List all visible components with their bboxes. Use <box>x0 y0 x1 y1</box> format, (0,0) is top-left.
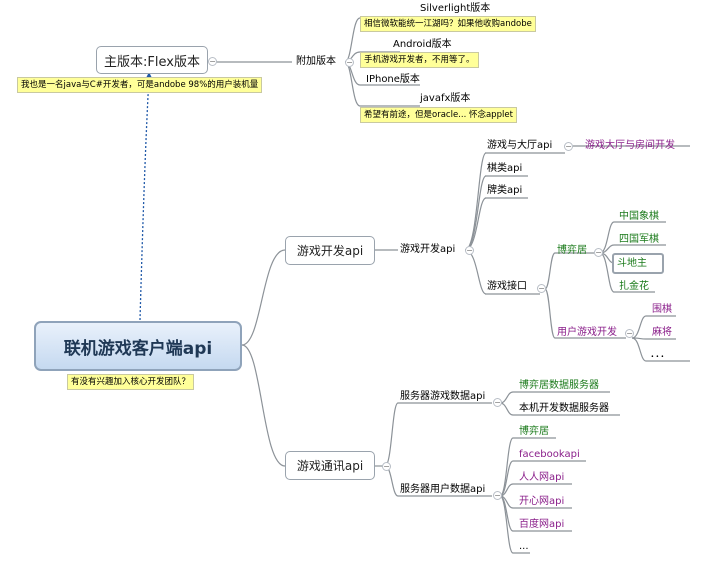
mahjong-node[interactable]: 麻将 <box>652 327 672 338</box>
collapse-toggle-icon[interactable]: − <box>382 462 391 471</box>
server-game-data-node[interactable]: 服务器游戏数据api <box>400 391 486 402</box>
connector <box>631 315 676 339</box>
collapse-toggle-icon[interactable]: − <box>537 284 546 293</box>
boyi-user-node[interactable]: 博弈居 <box>519 426 549 437</box>
collapse-toggle-icon[interactable]: − <box>345 58 354 67</box>
javafx-note: 希望有前途，但是oracle... 怀念applet <box>360 107 517 123</box>
doudizhu-node[interactable]: 斗地主 <box>612 253 664 274</box>
collapse-toggle-icon[interactable]: − <box>208 57 217 66</box>
army-chess-node[interactable]: 四国军棋 <box>619 234 659 245</box>
connector <box>599 244 666 254</box>
main-version-node[interactable]: 主版本:Flex版本 <box>96 46 208 74</box>
more-games-node[interactable]: ．．． <box>650 349 670 360</box>
collapse-toggle-icon[interactable]: − <box>594 248 603 257</box>
iphone-node[interactable]: IPhone版本 <box>366 74 420 85</box>
boyi-node[interactable]: 博弈居 <box>557 245 587 256</box>
boyi-data-server-node[interactable]: 博弈居数据服务器 <box>519 380 599 391</box>
renren-api-node[interactable]: 人人网api <box>519 472 565 483</box>
server-user-data-node[interactable]: 服务器用户数据api <box>400 484 486 495</box>
connector <box>241 344 286 467</box>
connector <box>631 337 690 362</box>
more-apis-node[interactable]: ... <box>519 541 529 552</box>
main-version-note: 我也是一名java与C#开发者，可是andobe 98%的用户装机量 <box>17 77 263 93</box>
android-node[interactable]: Android版本 <box>393 39 452 50</box>
root-node[interactable]: 联机游戏客户端api <box>34 321 242 371</box>
connector <box>544 252 594 290</box>
cards-api-node[interactable]: 牌类api <box>487 185 523 196</box>
baidu-api-node[interactable]: 百度网api <box>519 519 565 530</box>
extra-versions-node[interactable]: 附加版本 <box>296 56 336 67</box>
zhajinhua-node[interactable]: 扎金花 <box>619 281 649 292</box>
collapse-toggle-icon[interactable]: − <box>493 491 502 500</box>
collapse-toggle-icon[interactable]: − <box>465 246 474 255</box>
kaixin-api-node[interactable]: 开心网api <box>519 496 565 507</box>
collapse-toggle-icon[interactable]: − <box>493 398 502 407</box>
comm-api-node[interactable]: 游戏通讯api <box>285 451 375 480</box>
connector <box>464 249 487 295</box>
root-note: 有没有兴趣加入核心开发团队？ <box>67 374 195 390</box>
connector <box>241 249 286 346</box>
silverlight-node[interactable]: Silverlight版本 <box>420 3 491 14</box>
user-game-dev-node[interactable]: 用户游戏开发 <box>557 327 617 338</box>
game-interface-node[interactable]: 游戏接口 <box>487 281 527 292</box>
relationship-arrow <box>139 76 150 321</box>
javafx-node[interactable]: javafx版本 <box>420 93 471 104</box>
connector <box>499 402 620 416</box>
silverlight-note: 相信微软能统一江湖吗？如果他收购andobe <box>360 16 536 32</box>
game-dev-api-subnode[interactable]: 游戏开发api <box>400 244 456 255</box>
connector <box>384 402 492 467</box>
chinese-chess-node[interactable]: 中国象棋 <box>619 211 659 222</box>
game-dev-api-node[interactable]: 游戏开发api <box>285 236 375 265</box>
hall-api-node[interactable]: 游戏与大厅api <box>487 140 553 151</box>
android-note: 手机游戏开发者，不用等了。 <box>360 52 479 68</box>
go-node[interactable]: 围棋 <box>652 304 672 315</box>
chess-api-node[interactable]: 棋类api <box>487 163 523 174</box>
facebook-api-node[interactable]: facebookapi <box>519 449 580 460</box>
connector <box>544 288 626 339</box>
local-data-server-node[interactable]: 本机开发数据服务器 <box>519 403 609 414</box>
connector <box>499 495 530 554</box>
collapse-toggle-icon[interactable]: − <box>564 142 573 151</box>
hall-room-dev-node[interactable]: 游戏大厅与房间开发 <box>585 140 675 151</box>
collapse-toggle-icon[interactable]: − <box>625 329 634 338</box>
